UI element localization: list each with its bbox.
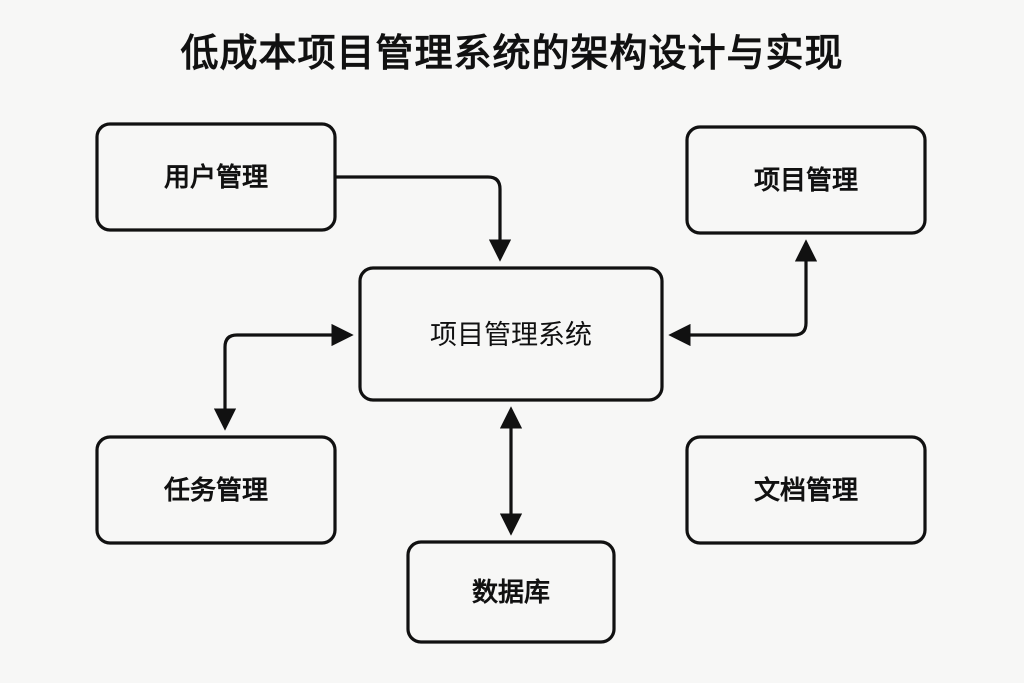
node-box-task-management[interactable] (95, 435, 337, 545)
edge-layer (213, 175, 818, 536)
node-task-management[interactable]: 任务管理 (95, 435, 337, 545)
node-box-database[interactable] (406, 540, 616, 644)
node-label-document-management: 文档管理 (754, 475, 858, 505)
node-box-project-management[interactable] (685, 125, 927, 235)
node-label-user-management: 用户管理 (164, 162, 268, 192)
edge-pm-system-to-project-management (668, 239, 818, 347)
node-label-database: 数据库 (472, 577, 550, 607)
node-box-user-management[interactable] (95, 122, 337, 232)
node-label-task-management: 任务管理 (163, 475, 268, 505)
node-database[interactable]: 数据库 (406, 540, 616, 644)
edge-pm-system-to-task-management (213, 323, 354, 431)
node-project-management[interactable]: 项目管理 (685, 125, 927, 235)
node-pm-system[interactable]: 项目管理系统 (358, 266, 664, 402)
node-box-pm-system[interactable] (358, 266, 664, 402)
node-box-document-management[interactable] (685, 435, 927, 545)
page-title: 低成本项目管理系统的架构设计与实现 (180, 33, 844, 75)
node-user-management[interactable]: 用户管理 (95, 122, 337, 232)
edge-user-management-to-pm-system (335, 175, 512, 262)
node-label-pm-system: 项目管理系统 (430, 320, 592, 350)
node-layer: 用户管理 项目管理 项目管理系统 任务管理 文档管理 数据库 (95, 122, 927, 644)
node-document-management[interactable]: 文档管理 (685, 435, 927, 545)
node-label-project-management: 项目管理 (754, 165, 858, 195)
